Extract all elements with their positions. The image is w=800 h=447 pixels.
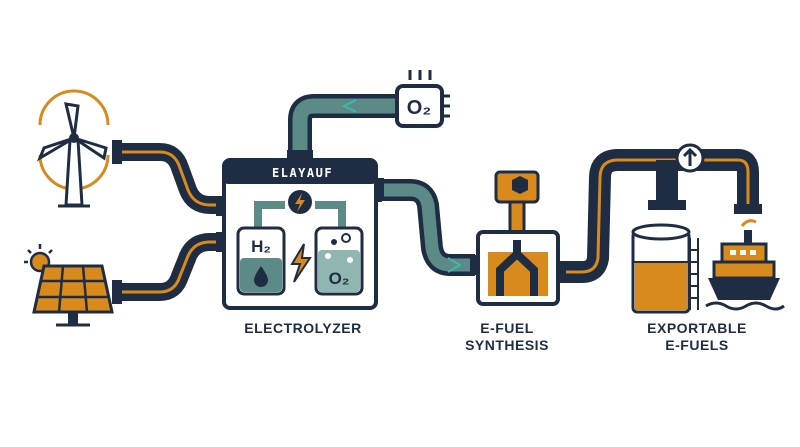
power-icon [288, 190, 312, 214]
synthesis-line-2: SYNTHESIS [465, 337, 549, 353]
electrolyzer-name: ELECTROLYZER [244, 320, 362, 336]
wind-turbine-icon [36, 89, 110, 208]
o2-sensor-label: O₂ [407, 97, 431, 119]
h2-label: H₂ [251, 237, 271, 256]
storage-tank-icon [631, 223, 699, 314]
h2-chamber: H₂ [236, 226, 286, 296]
h2-pipe [372, 178, 475, 276]
export-label: EXPORTABLE E-FUELS [612, 320, 782, 354]
input-pipe-solar [112, 233, 224, 304]
hexagon-icon [512, 176, 528, 194]
synthesis-label: E-FUEL SYNTHESIS [452, 320, 562, 354]
o2-pipe [287, 94, 395, 160]
electrolyzer-label: ELECTROLYZER [218, 320, 388, 337]
export-pipe [560, 149, 762, 283]
export-arrow-icon [675, 143, 705, 173]
synthesis-unit [470, 170, 566, 306]
input-pipe-wind [112, 140, 224, 214]
o2-label: O₂ [329, 269, 350, 288]
cargo-ship-icon [705, 219, 785, 311]
electrolyzer-header: ELAYAUF [272, 166, 333, 180]
synthesis-line-1: E-FUEL [480, 320, 534, 336]
o2-chamber: O₂ [314, 226, 364, 296]
o2-sensor-icon: O₂ [395, 70, 450, 128]
export-line-2: E-FUELS [665, 337, 729, 353]
water-drop-icon [254, 266, 268, 287]
export-line-1: EXPORTABLE [647, 320, 747, 336]
electrolyzer-unit: ELAYAUF H₂ O₂ [216, 158, 384, 310]
solar-panel-icon [24, 244, 114, 327]
lightning-icon [290, 243, 312, 283]
